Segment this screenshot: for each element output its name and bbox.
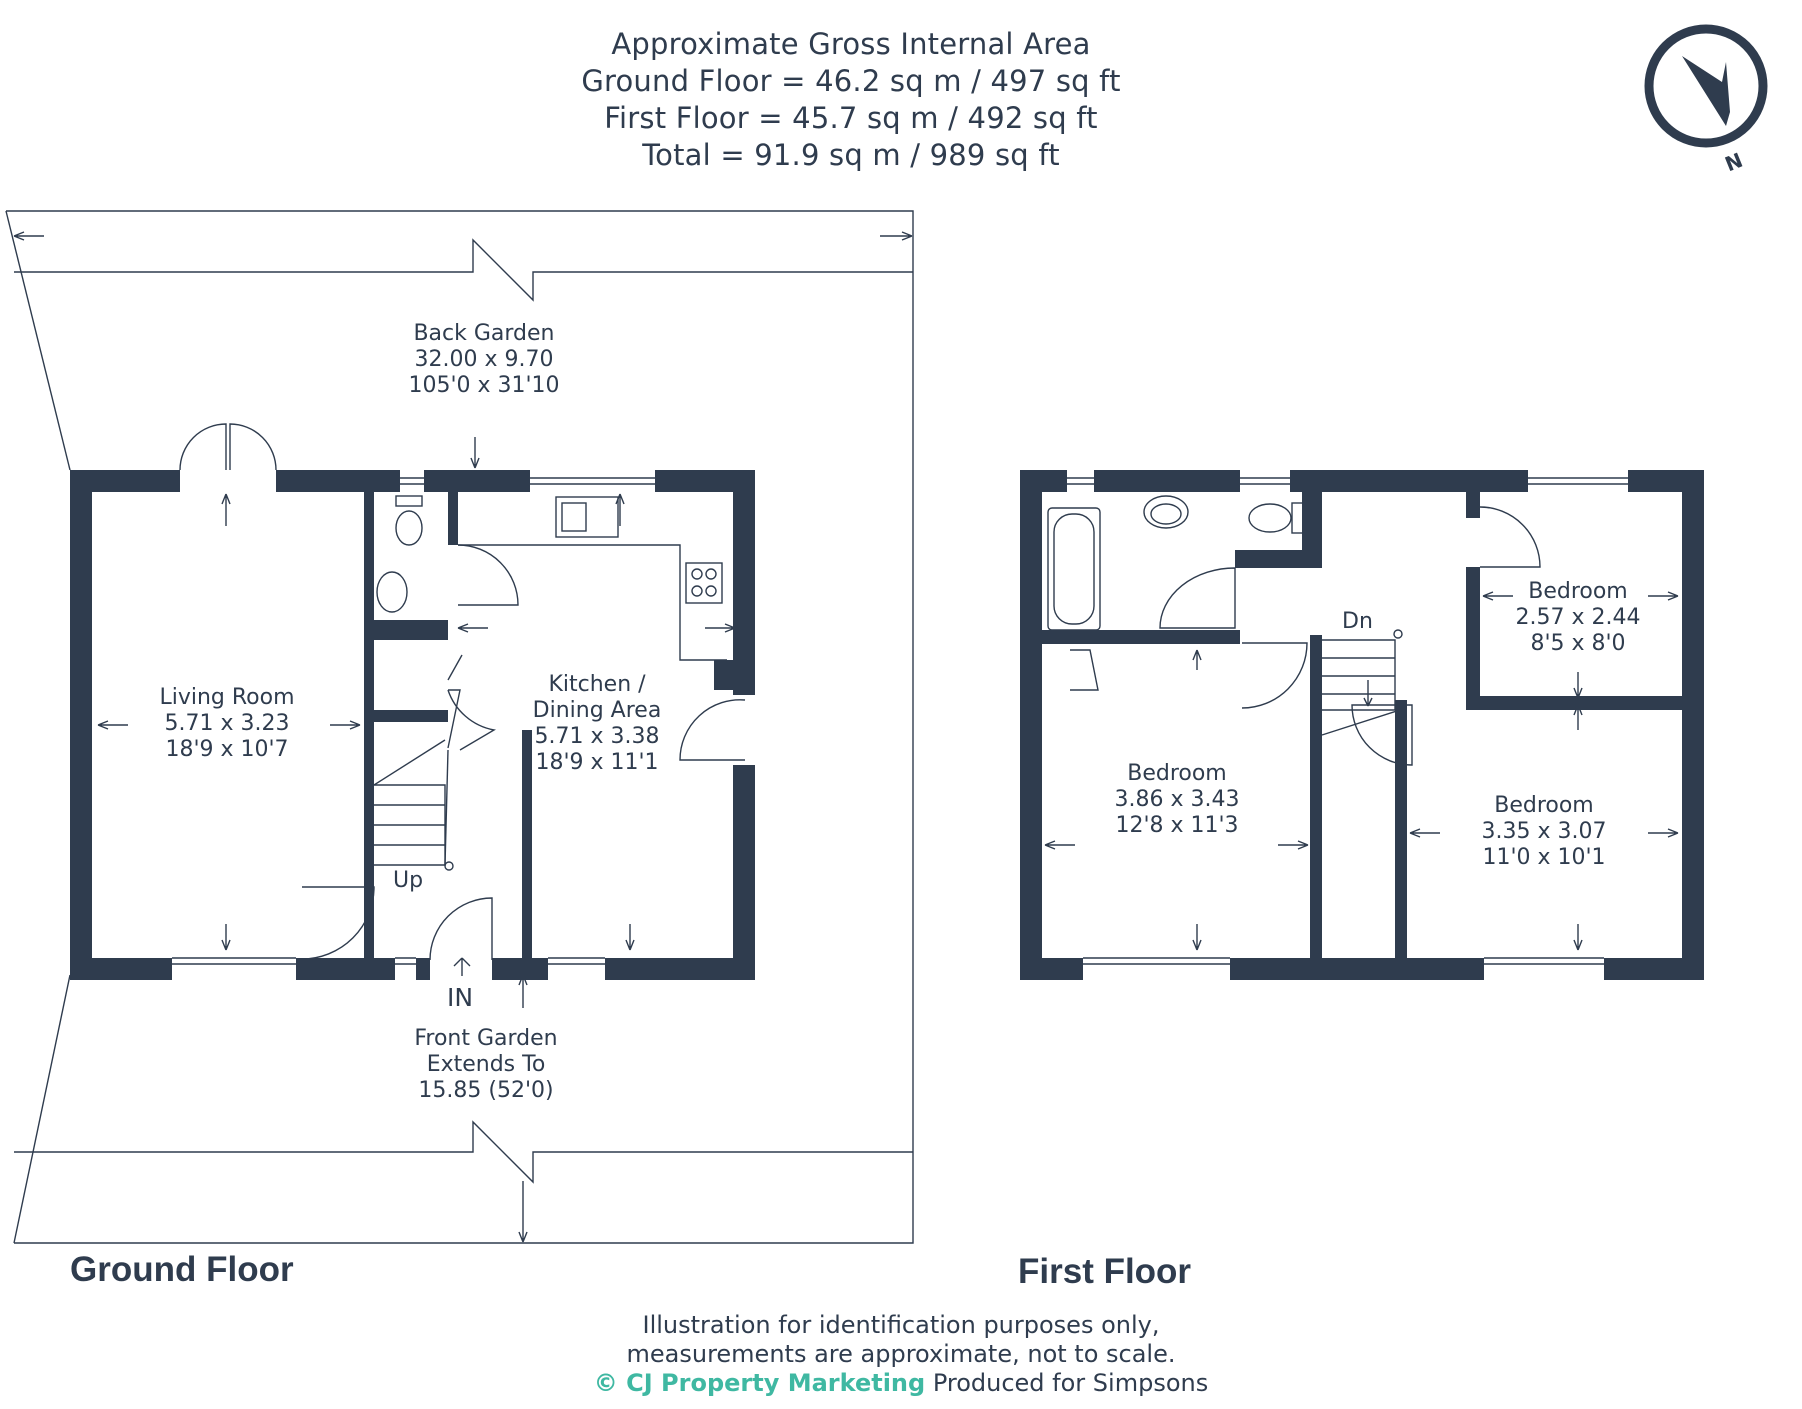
stairs-up-label: Up	[393, 868, 424, 893]
disclaimer: Illustration for identification purposes…	[401, 1311, 1401, 1398]
produced-for: Produced for Simpsons	[932, 1369, 1209, 1397]
disclaimer-line-2: measurements are approximate, not to sca…	[626, 1340, 1176, 1368]
brand-name: © CJ Property Marketing	[593, 1369, 926, 1397]
credit-line: © CJ Property Marketing Produced for Sim…	[401, 1369, 1401, 1398]
front-garden-label: Front Garden Extends To 15.85 (52'0)	[414, 1026, 558, 1103]
bedroom-small-label: Bedroom 2.57 x 2.44 8'5 x 8'0	[1515, 579, 1641, 656]
total-area: Total = 91.9 sq m / 989 sq ft	[642, 138, 1060, 172]
compass-icon: N	[1644, 24, 1768, 176]
first-floor-title: First Floor	[1018, 1252, 1192, 1291]
first-floor-area: First Floor = 45.7 sq m / 492 sq ft	[604, 101, 1098, 135]
kitchen-label: Kitchen / Dining Area 5.71 x 3.38 18'9 x…	[532, 672, 662, 775]
ground-floor-area: Ground Floor = 46.2 sq m / 497 sq ft	[581, 64, 1121, 98]
back-garden-label: Back Garden 32.00 x 9.70 105'0 x 31'10	[408, 321, 560, 398]
entrance-label: IN	[447, 983, 474, 1012]
area-title: Approximate Gross Internal Area	[611, 27, 1091, 61]
area-summary: Approximate Gross Internal Area Ground F…	[451, 26, 1251, 174]
stairs-down-label: Dn	[1342, 609, 1373, 634]
bedroom-left-label: Bedroom 3.86 x 3.43 12'8 x 11'3	[1114, 761, 1240, 838]
disclaimer-line-1: Illustration for identification purposes…	[642, 1311, 1160, 1339]
ground-floor-title: Ground Floor	[70, 1250, 294, 1289]
living-room-label: Living Room 5.71 x 3.23 18'9 x 10'7	[159, 685, 295, 762]
bedroom-right-label: Bedroom 3.35 x 3.07 11'0 x 10'1	[1481, 793, 1607, 870]
